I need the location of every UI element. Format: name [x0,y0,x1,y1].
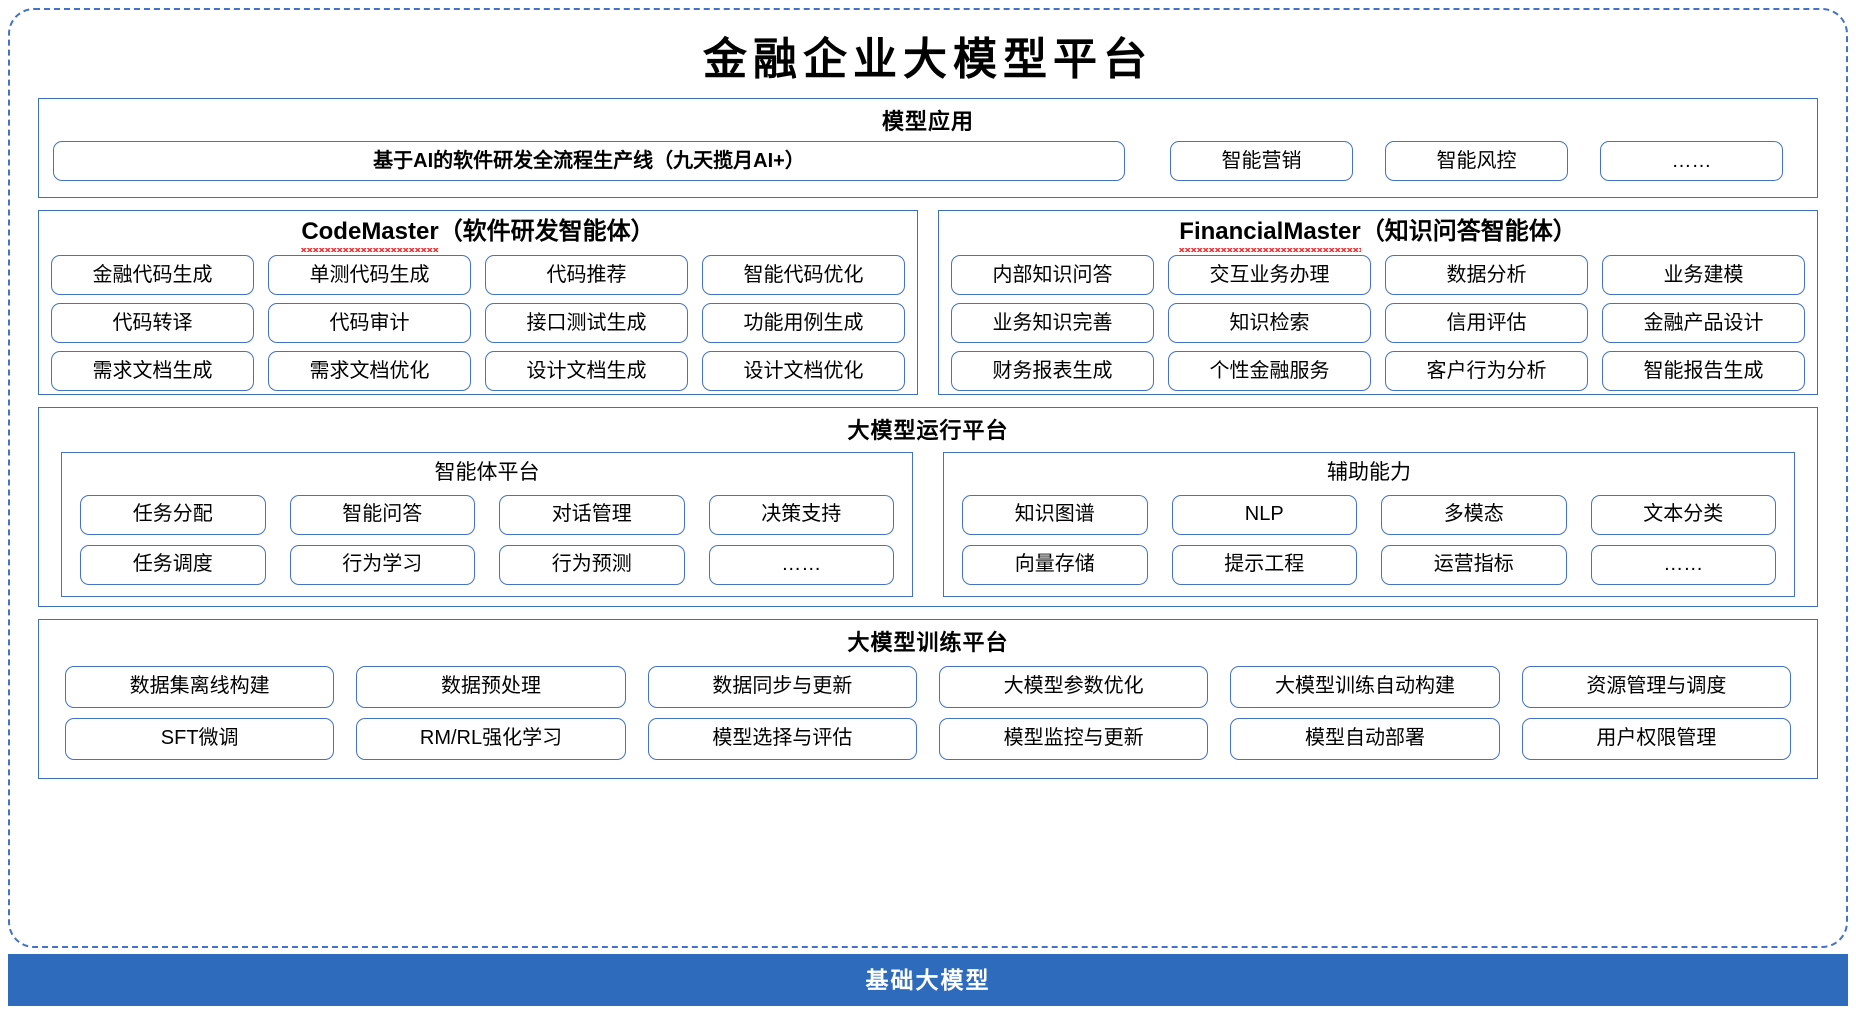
financial-master-chip-8[interactable]: 财务报表生成 [951,351,1154,391]
training-chip-3[interactable]: 大模型参数优化 [939,666,1209,708]
code-master-chip-9[interactable]: 需求文档优化 [268,351,471,391]
agent-platform-chip-2[interactable]: 对话管理 [499,495,685,535]
financial-master-chip-1[interactable]: 交互业务办理 [1168,255,1371,295]
model-applications-row: 基于AI的软件研发全流程生产线（九天揽月AI+） 智能营销 智能风控 …… [39,141,1817,181]
code-master-cn-title: （软件研发智能体） [438,218,655,245]
agent-platform-chip-0[interactable]: 任务分配 [80,495,266,535]
financial-master-latin-title: FinancialMaster [1179,215,1362,252]
training-chip-11[interactable]: 用户权限管理 [1521,718,1791,760]
code-master-chip-8[interactable]: 需求文档生成 [51,351,254,391]
agent-platform-chip-4[interactable]: 任务调度 [80,545,266,585]
section-title-training-platform: 大模型训练平台 [847,630,1009,655]
financial-master-cn-title: （知识问答智能体） [1360,218,1577,245]
training-chip-6[interactable]: SFT微调 [65,718,335,760]
code-master-chip-10[interactable]: 设计文档生成 [485,351,688,391]
financial-master-chip-6[interactable]: 信用评估 [1385,303,1588,343]
financial-master-chip-9[interactable]: 个性金融服务 [1168,351,1371,391]
auxiliary-chip-1[interactable]: NLP [1171,495,1357,535]
financial-master-grid: 内部知识问答 交互业务办理 数据分析 业务建模 业务知识完善 知识检索 信用评估… [951,255,1805,391]
auxiliary-chip-0[interactable]: 知识图谱 [962,495,1148,535]
code-master-chip-4[interactable]: 代码转译 [51,303,254,343]
financial-master-chip-3[interactable]: 业务建模 [1602,255,1805,295]
training-chip-7[interactable]: RM/RL强化学习 [356,718,626,760]
auxiliary-chip-5[interactable]: 提示工程 [1171,545,1357,585]
training-chip-8[interactable]: 模型选择与评估 [647,718,917,760]
training-chip-2[interactable]: 数据同步与更新 [647,666,917,708]
financial-master-chip-0[interactable]: 内部知识问答 [951,255,1154,295]
code-master-chip-6[interactable]: 接口测试生成 [485,303,688,343]
agent-platform-chip-6[interactable]: 行为预测 [499,545,685,585]
training-chip-5[interactable]: 资源管理与调度 [1521,666,1791,708]
code-master-chip-5[interactable]: 代码审计 [268,303,471,343]
section-agents: CodeMaster（软件研发智能体） 金融代码生成 单测代码生成 代码推荐 智… [38,210,1818,395]
training-chip-0[interactable]: 数据集离线构建 [65,666,335,708]
section-title-model-applications: 模型应用 [881,109,974,134]
section-runtime-platform: 大模型运行平台 智能体平台 任务分配 智能问答 对话管理 决策支持 任务调度 行… [38,407,1818,607]
auxiliary-chip-7[interactable]: …… [1590,545,1776,585]
financial-master-chip-2[interactable]: 数据分析 [1385,255,1588,295]
training-platform-grid: 数据集离线构建 数据预处理 数据同步与更新 大模型参数优化 大模型训练自动构建 … [39,666,1817,760]
box-agent-platform: 智能体平台 任务分配 智能问答 对话管理 决策支持 任务调度 行为学习 行为预测… [61,452,913,597]
auxiliary-chip-2[interactable]: 多模态 [1381,495,1567,535]
auxiliary-chip-4[interactable]: 向量存储 [962,545,1148,585]
code-master-latin-title: CodeMaster [301,215,440,252]
app-chip-hero[interactable]: 基于AI的软件研发全流程生产线（九天揽月AI+） [53,141,1125,181]
box-auxiliary-capability: 辅助能力 知识图谱 NLP 多模态 文本分类 向量存储 提示工程 运营指标 …… [943,452,1795,597]
financial-master-chip-4[interactable]: 业务知识完善 [951,303,1154,343]
panel-code-master: CodeMaster（软件研发智能体） 金融代码生成 单测代码生成 代码推荐 智… [38,210,918,395]
code-master-chip-3[interactable]: 智能代码优化 [702,255,905,295]
app-chip-2[interactable]: …… [1600,141,1783,181]
agent-platform-chip-5[interactable]: 行为学习 [289,545,475,585]
financial-master-chip-7[interactable]: 金融产品设计 [1602,303,1805,343]
auxiliary-chip-6[interactable]: 运营指标 [1381,545,1567,585]
code-master-chip-0[interactable]: 金融代码生成 [51,255,254,295]
agent-platform-chip-7[interactable]: …… [708,545,894,585]
code-master-chip-11[interactable]: 设计文档优化 [702,351,905,391]
financial-master-chip-11[interactable]: 智能报告生成 [1602,351,1805,391]
training-chip-4[interactable]: 大模型训练自动构建 [1230,666,1500,708]
training-chip-1[interactable]: 数据预处理 [356,666,626,708]
training-chip-10[interactable]: 模型自动部署 [1230,718,1500,760]
section-title-runtime-platform: 大模型运行平台 [847,418,1009,443]
panel-financial-master: FinancialMaster（知识问答智能体） 内部知识问答 交互业务办理 数… [938,210,1818,395]
base-model-bar: 基础大模型 [8,954,1848,1006]
financial-master-chip-10[interactable]: 客户行为分析 [1385,351,1588,391]
runtime-split: 智能体平台 任务分配 智能问答 对话管理 决策支持 任务调度 行为学习 行为预测… [39,452,1817,597]
panel-title-financial-master: FinancialMaster（知识问答智能体） [951,211,1805,252]
auxiliary-capability-grid: 知识图谱 NLP 多模态 文本分类 向量存储 提示工程 运营指标 …… [962,495,1776,585]
section-model-applications: 模型应用 基于AI的软件研发全流程生产线（九天揽月AI+） 智能营销 智能风控 … [38,98,1818,198]
app-chip-0[interactable]: 智能营销 [1170,141,1353,181]
section-training-platform: 大模型训练平台 数据集离线构建 数据预处理 数据同步与更新 大模型参数优化 大模… [38,619,1818,779]
auxiliary-chip-3[interactable]: 文本分类 [1590,495,1776,535]
app-chip-1[interactable]: 智能风控 [1385,141,1568,181]
agent-platform-chip-3[interactable]: 决策支持 [708,495,894,535]
code-master-chip-2[interactable]: 代码推荐 [485,255,688,295]
agent-platform-grid: 任务分配 智能问答 对话管理 决策支持 任务调度 行为学习 行为预测 …… [80,495,894,585]
training-chip-9[interactable]: 模型监控与更新 [939,718,1209,760]
panel-title-code-master: CodeMaster（软件研发智能体） [51,211,905,252]
financial-master-chip-5[interactable]: 知识检索 [1168,303,1371,343]
sub-title-agent-platform: 智能体平台 [434,461,540,484]
outer-dashed-frame: 金融企业大模型平台 模型应用 基于AI的软件研发全流程生产线（九天揽月AI+） … [8,8,1848,948]
page-title: 金融企业大模型平台 [703,35,1153,84]
code-master-chip-7[interactable]: 功能用例生成 [702,303,905,343]
agent-platform-chip-1[interactable]: 智能问答 [289,495,475,535]
sub-title-auxiliary-capability: 辅助能力 [1327,461,1411,484]
code-master-chip-1[interactable]: 单测代码生成 [268,255,471,295]
code-master-grid: 金融代码生成 单测代码生成 代码推荐 智能代码优化 代码转译 代码审计 接口测试… [51,255,905,391]
